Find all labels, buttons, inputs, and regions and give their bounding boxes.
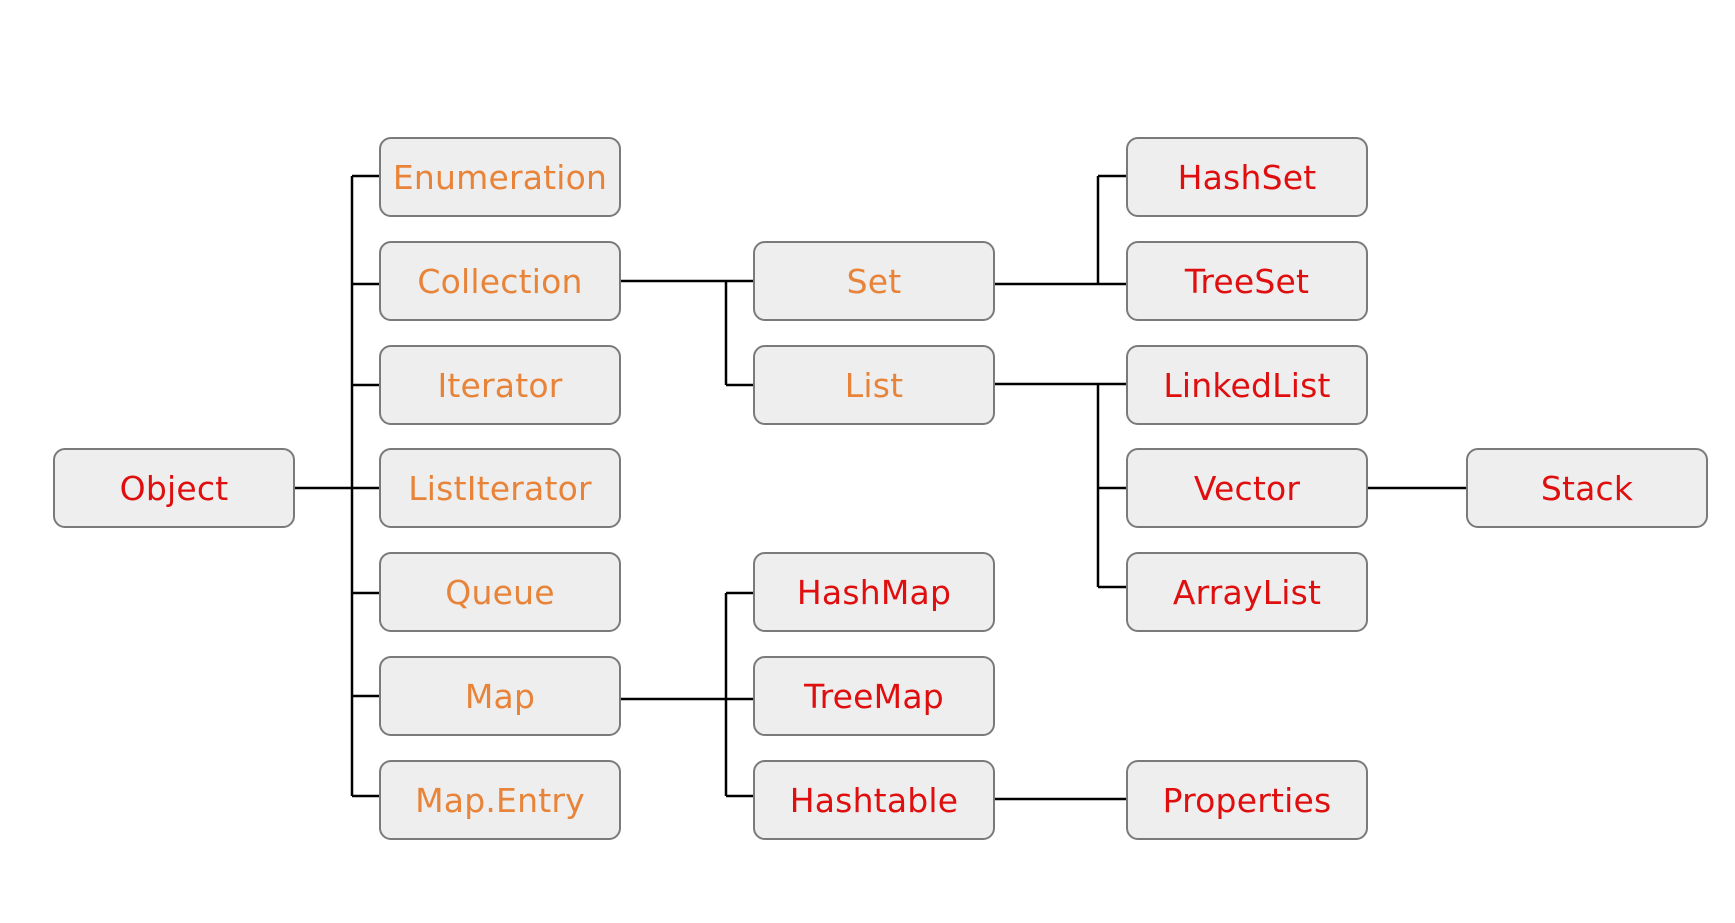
node-properties-label: Properties — [1162, 780, 1332, 820]
node-arraylist-label: ArrayList — [1172, 572, 1322, 612]
node-iterator-label: Iterator — [437, 365, 563, 405]
node-map-entry-label: Map.Entry — [415, 780, 585, 820]
node-stack-label: Stack — [1540, 468, 1634, 508]
node-collection: Collection — [379, 241, 621, 321]
node-treemap-label: TreeMap — [804, 676, 944, 716]
node-hashtable-label: Hashtable — [789, 780, 959, 820]
node-map-label: Map — [464, 676, 536, 716]
node-listiterator-label: ListIterator — [408, 468, 592, 508]
node-hashset: HashSet — [1126, 137, 1368, 217]
node-treemap: TreeMap — [753, 656, 995, 736]
node-hashset-label: HashSet — [1177, 157, 1317, 197]
node-stack: Stack — [1466, 448, 1708, 528]
node-treeset-label: TreeSet — [1184, 261, 1310, 301]
node-enumeration: Enumeration — [379, 137, 621, 217]
node-vector: Vector — [1126, 448, 1368, 528]
node-set-label: Set — [846, 261, 902, 301]
node-list-label: List — [844, 365, 904, 405]
node-set: Set — [753, 241, 995, 321]
node-hashtable: Hashtable — [753, 760, 995, 840]
node-queue: Queue — [379, 552, 621, 632]
node-treeset: TreeSet — [1126, 241, 1368, 321]
node-linkedlist-label: LinkedList — [1163, 365, 1331, 405]
node-arraylist: ArrayList — [1126, 552, 1368, 632]
node-vector-label: Vector — [1193, 468, 1301, 508]
node-hashmap-label: HashMap — [796, 572, 952, 612]
node-linkedlist: LinkedList — [1126, 345, 1368, 425]
node-collection-label: Collection — [417, 261, 583, 301]
node-iterator: Iterator — [379, 345, 621, 425]
node-map: Map — [379, 656, 621, 736]
node-list: List — [753, 345, 995, 425]
node-properties: Properties — [1126, 760, 1368, 840]
node-object: Object — [53, 448, 295, 528]
node-queue-label: Queue — [445, 572, 555, 612]
node-map-entry: Map.Entry — [379, 760, 621, 840]
node-object-label: Object — [119, 468, 229, 508]
node-hashmap: HashMap — [753, 552, 995, 632]
node-listiterator: ListIterator — [379, 448, 621, 528]
node-enumeration-label: Enumeration — [392, 157, 608, 197]
